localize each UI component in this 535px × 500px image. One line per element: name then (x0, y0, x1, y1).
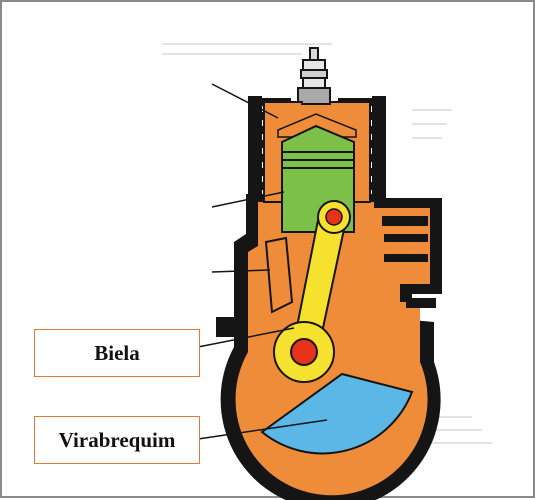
spark-plug (298, 48, 330, 104)
label-biela-text: Biela (94, 341, 140, 366)
label-virabrequim-text: Virabrequim (59, 428, 176, 453)
label-biela: Biela (34, 329, 200, 377)
label-virabrequim: Virabrequim (34, 416, 200, 464)
